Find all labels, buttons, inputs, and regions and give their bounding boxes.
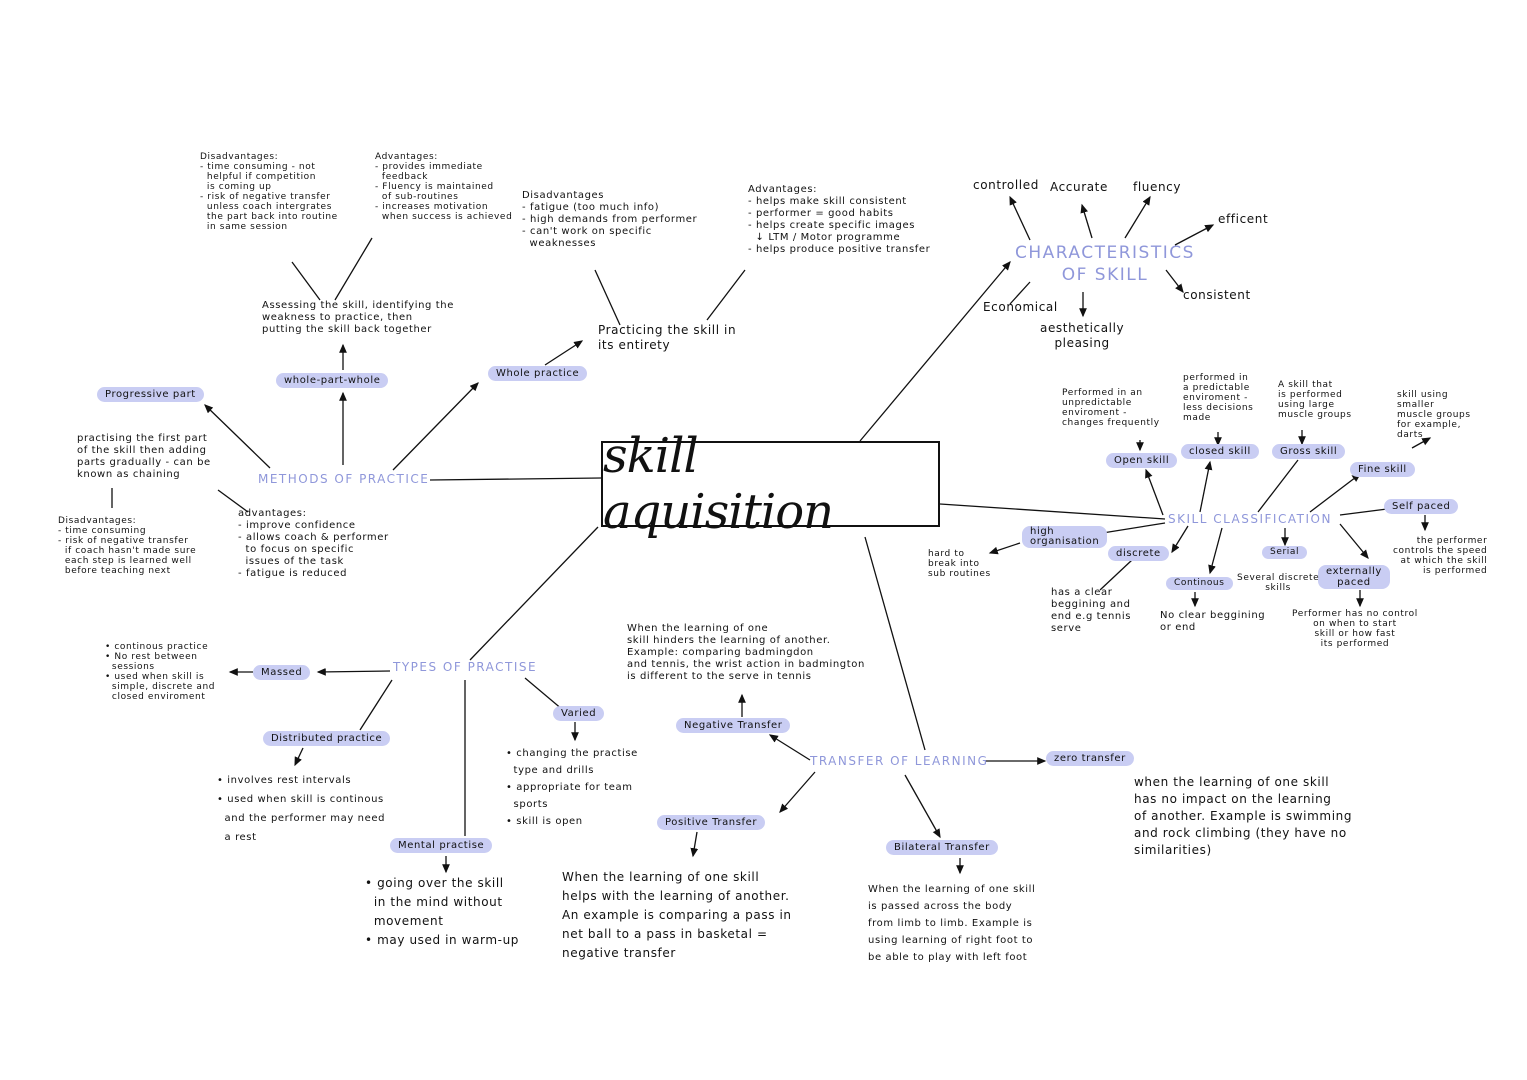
characteristics-heading: CHARACTERISTICS OF SKILL (1015, 243, 1195, 285)
mental-practise-label: Mental practise (390, 838, 493, 853)
whole-part-whole-advantages: Advantages: - provides immediate feedbac… (375, 152, 513, 222)
externally-paced-desc: Performer has no control on when to star… (1292, 609, 1418, 649)
continous-desc: No clear beggining or end (1160, 610, 1266, 633)
central-title: skill aquisition (603, 428, 834, 540)
characteristic-fluency: fluency (1133, 180, 1182, 194)
positive-transfer-label: Positive Transfer (657, 815, 766, 830)
whole-part-whole-disadvantages: Disadvantages: - time consuming - not he… (200, 152, 338, 232)
progressive-part-advantages: advantages: - improve confidence - allow… (238, 508, 389, 579)
fine-skill-label: Fine skill (1350, 462, 1415, 477)
characteristic-controlled: controlled (973, 178, 1039, 192)
types-heading: TYPES OF PRACTISE (393, 660, 538, 674)
serial-desc: Several discrete skills (1237, 573, 1320, 593)
transfer-heading: TRANSFER OF LEARNING (810, 754, 989, 768)
distributed-practice-label: Distributed practice (263, 731, 391, 746)
whole-practice-desc: Practicing the skill in its entirety (598, 323, 737, 352)
progressive-part-label: Progressive part (97, 387, 204, 402)
whole-practice-disadvantages: Disadvantages - fatigue (too much info) … (522, 190, 698, 249)
self-paced-label: Self paced (1384, 499, 1459, 514)
externally-paced-label: externally paced (1318, 565, 1390, 589)
characteristic-accurate: Accurate (1050, 180, 1108, 194)
progressive-part-disadvantages: Disadvantages: - time consuming - risk o… (58, 516, 197, 576)
gross-skill-label: Gross skill (1272, 444, 1346, 459)
characteristic-consistent: consistent (1183, 288, 1251, 302)
continous-label: Continous (1166, 577, 1233, 590)
bilateral-transfer-label: Bilateral Transfer (886, 840, 998, 855)
massed-desc: • continous practice • No rest between s… (105, 642, 216, 702)
high-organisation-desc: hard to break into sub routines (928, 549, 991, 579)
negative-transfer-desc: When the learning of one skill hinders t… (627, 623, 865, 682)
characteristic-aesthetically-pleasing: aesthetically pleasing (1040, 321, 1125, 350)
closed-skill-label: closed skill (1181, 444, 1259, 459)
whole-part-whole-label: whole-part-whole (276, 373, 389, 388)
characteristic-economical: Economical (983, 300, 1058, 314)
mental-practise-desc: • going over the skill in the mind witho… (365, 876, 520, 947)
self-paced-desc: the performer controls the speed at whic… (1393, 536, 1488, 576)
characteristic-efficent: efficent (1218, 212, 1269, 226)
positive-transfer-desc: When the learning of one skill helps wit… (562, 870, 792, 960)
methods-heading: METHODS OF PRACTICE (258, 472, 430, 486)
zero-transfer-desc: when the learning of one skill has no im… (1134, 775, 1353, 857)
central-title-box: skill aquisition (601, 428, 940, 540)
negative-transfer-label: Negative Transfer (676, 718, 791, 733)
fine-skill-desc: skill using smaller muscle groups for ex… (1397, 390, 1471, 440)
varied-label: Varied (553, 706, 605, 721)
closed-skill-desc: performed in a predictable enviroment - … (1183, 373, 1254, 423)
distributed-practice-desc: • involves rest intervals • used when sk… (217, 775, 386, 843)
classification-heading: SKILL CLASSIFICATION (1168, 512, 1332, 526)
bilateral-transfer-desc: When the learning of one skill is passed… (868, 884, 1036, 963)
varied-desc: • changing the practise type and drills … (506, 748, 638, 827)
serial-label: Serial (1262, 546, 1308, 559)
whole-practice-advantages: Advantages: - helps make skill consisten… (748, 184, 931, 255)
discrete-desc: has a clear beggining and end e.g tennis… (1051, 587, 1132, 634)
high-organisation-label: high organisation (1022, 526, 1108, 548)
discrete-label: discrete (1108, 546, 1169, 561)
open-skill-label: Open skill (1106, 453, 1178, 468)
zero-transfer-label: zero transfer (1046, 751, 1134, 766)
gross-skill-desc: A skill that is performed using large mu… (1278, 380, 1352, 420)
whole-practice-label: Whole practice (488, 366, 588, 381)
massed-label: Massed (253, 665, 311, 680)
progressive-part-desc: practising the first part of the skill t… (77, 433, 211, 480)
open-skill-desc: Performed in an unpredictable enviroment… (1062, 388, 1160, 428)
whole-part-whole-desc: Assessing the skill, identifying the wea… (262, 300, 454, 335)
